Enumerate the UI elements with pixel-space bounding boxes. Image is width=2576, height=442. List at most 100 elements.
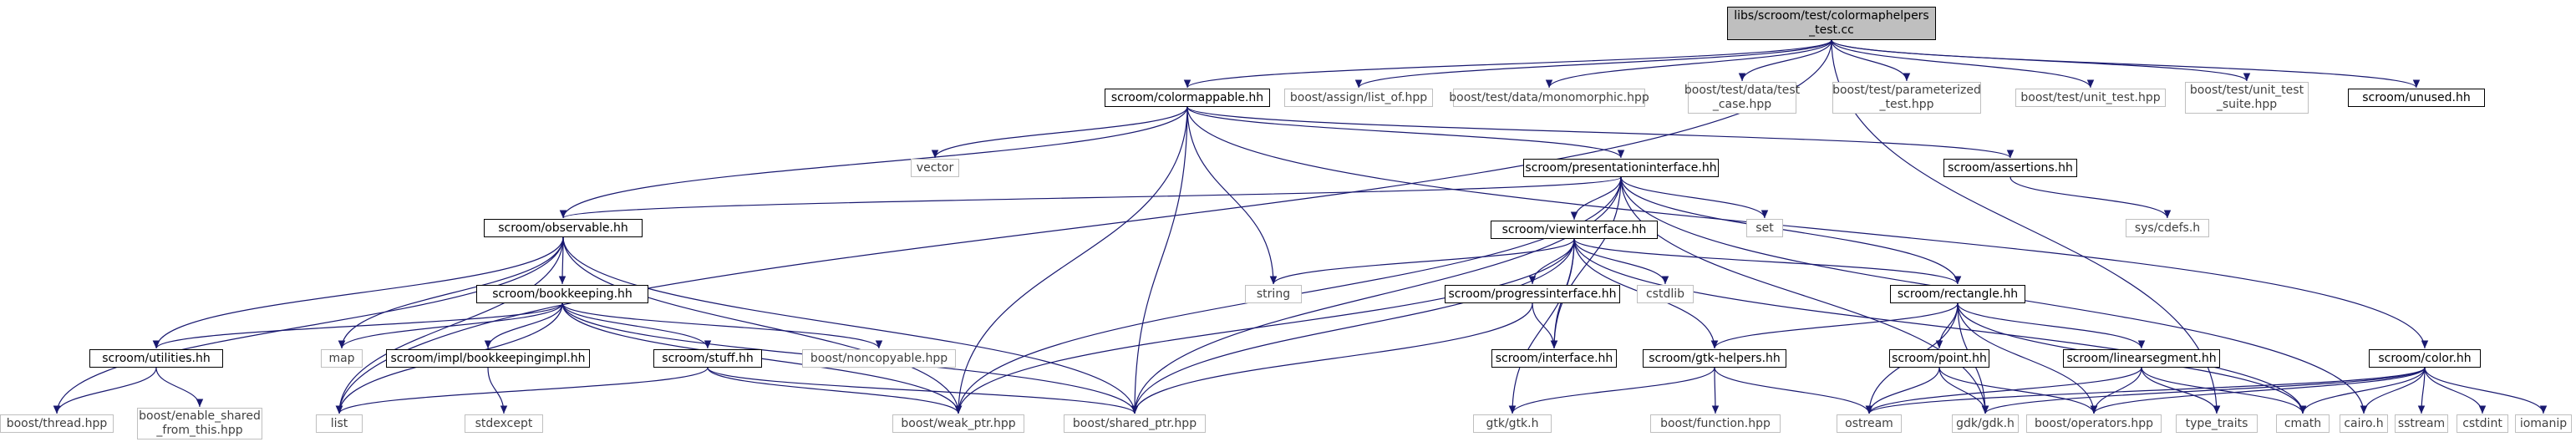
edge-color-to-sstream <box>2417 367 2426 414</box>
node-linearsegment[interactable]: scroom/linearsegment.hh <box>2063 349 2220 368</box>
node-sstream: sstream <box>2395 414 2448 433</box>
node-presentationinterface[interactable]: scroom/presentationinterface.hh <box>1523 159 1719 177</box>
edge-colormappable-to-shared_ptr <box>1130 106 1188 414</box>
edge-color-to-cmath <box>2299 367 2426 414</box>
node-observable[interactable]: scroom/observable.hh <box>484 219 643 237</box>
edge-presentationinterface-to-interface <box>1550 176 1622 349</box>
node-type-traits: type_traits <box>2176 414 2258 433</box>
edge-linearsegment-to-ostream <box>1865 367 2142 414</box>
node-assertions[interactable]: scroom/assertions.hh <box>1943 159 2077 177</box>
edge-gtk_helpers-to-ostream <box>1714 367 1873 414</box>
node-gtk: gtk/gtk.h <box>1473 414 1552 433</box>
edge-bookkeeping-to-bookkeepingimpl <box>484 302 563 349</box>
edge-colormappable-to-color <box>1186 106 2429 349</box>
node-boost-operators: boost/operators.hpp <box>2026 414 2162 433</box>
edge-bookkeeping-to-utilities <box>152 302 563 349</box>
edge-presentationinterface-to-observable <box>560 176 1622 219</box>
node-viewinterface[interactable]: scroom/viewinterface.hh <box>1491 221 1658 239</box>
node-sys-cdefs: sys/cdefs.h <box>2126 219 2209 237</box>
node-noncopyable: boost/noncopyable.hpp <box>802 349 956 368</box>
edge-colormappable-to-observable <box>559 106 1188 219</box>
node-list: list <box>316 414 363 433</box>
edge-observable-to-boost_thread <box>53 236 564 414</box>
edge-colormappable-to-vector <box>931 106 1188 159</box>
edge-stuff-to-weak_ptr <box>707 367 963 414</box>
node-color[interactable]: scroom/color.hh <box>2369 349 2481 368</box>
edge-linearsegment-to-type_traits <box>2141 367 2221 414</box>
edge-utilities-to-enable_shared <box>155 367 204 408</box>
node-boost-thread: boost/thread.hpp <box>0 414 114 433</box>
edge-viewinterface-to-rectangle <box>1573 238 1962 285</box>
node-cstdlib: cstdlib <box>1637 285 1694 303</box>
node-cmath: cmath <box>2276 414 2330 433</box>
edge-colormappable-to-string <box>1186 106 1278 285</box>
edge-root-to-colormappable <box>1183 39 1832 89</box>
edge-root-to-test_unit_test <box>1831 39 2095 89</box>
edge-colormappable-to-assertions <box>1186 106 2015 159</box>
edge-root-to-test_data_monomorphic <box>1545 39 1832 89</box>
node-ostream: ostream <box>1837 414 1902 433</box>
node-unused[interactable]: scroom/unused.hh <box>2348 89 2485 107</box>
edge-observable-to-weak_ptr <box>562 236 963 414</box>
edge-presentationinterface-to-viewinterface <box>1570 176 1622 221</box>
node-colormappable[interactable]: scroom/colormappable.hh <box>1105 89 1270 107</box>
node-iomanip: iomanip <box>2515 414 2572 433</box>
edge-root-to-list <box>335 39 1832 414</box>
edge-color-to-cstdint <box>2424 367 2487 414</box>
node-gdk: gdk/gdk.h <box>1952 414 2019 433</box>
node-stdexcept: stdexcept <box>465 414 543 433</box>
node-progressinterface[interactable]: scroom/progressinterface.hh <box>1445 285 1620 303</box>
edge-bookkeeping-to-noncopyable <box>561 302 883 349</box>
node-stuff[interactable]: scroom/stuff.hh <box>653 349 762 368</box>
node-gtk-helpers[interactable]: scroom/gtk-helpers.hh <box>1643 349 1786 368</box>
edge-root-to-test_data_test_case <box>1738 39 1832 82</box>
node-map: map <box>321 349 363 368</box>
node-assign-list-of: boost/assign/list_of.hpp <box>1284 89 1433 107</box>
edge-gtk_helpers-to-gtk <box>1508 367 1715 414</box>
node-enable-shared-from-this: boost/enable_shared _from_this.hpp <box>137 408 262 439</box>
node-test-data-test-case: boost/test/data/test _case.hpp <box>1684 82 1800 114</box>
edge-observable-to-utilities <box>152 236 564 349</box>
edge-progressinterface-to-shared_ptr <box>1130 302 1533 414</box>
edge-colormappable-to-presentationinterface <box>1186 106 1625 159</box>
edge-bookkeepingimpl-to-stdexcept <box>487 367 508 414</box>
edge-root-to-test_parameterized <box>1831 39 1911 82</box>
node-utilities[interactable]: scroom/utilities.hh <box>89 349 223 368</box>
edge-viewinterface-to-weak_ptr <box>954 238 1575 414</box>
edge-observable-to-map <box>338 236 564 349</box>
edge-stuff-to-shared_ptr <box>707 367 1139 414</box>
edge-linearsegment-to-boost_operators <box>2090 367 2142 414</box>
edge-presentationinterface-to-rectangle <box>1620 176 1962 285</box>
edge-color-to-gdk <box>1981 367 2426 414</box>
edge-assertions-to-sys_cdefs <box>2009 176 2172 219</box>
edge-progressinterface-to-interface <box>1532 302 1558 349</box>
node-bookkeeping[interactable]: scroom/bookkeeping.hh <box>476 285 648 303</box>
edge-color-to-ostream <box>1865 367 2426 414</box>
node-test-data-monomorphic: boost/test/data/monomorphic.hpp <box>1449 89 1649 107</box>
edge-utilities-to-boost_thread <box>53 367 157 414</box>
node-vector: vector <box>911 159 959 177</box>
node-rectangle[interactable]: scroom/rectangle.hh <box>1890 285 2025 303</box>
edge-viewinterface-to-cmath <box>1573 238 2307 414</box>
node-interface[interactable]: scroom/interface.hh <box>1491 349 1617 368</box>
edge-rectangle-to-gtk_helpers <box>1710 302 1959 349</box>
edge-stuff-to-list <box>335 367 709 414</box>
node-root-colormaphelpers-test[interactable]: libs/scroom/test/colormaphelpers _test.c… <box>1727 7 1936 40</box>
edge-linearsegment-to-cmath <box>2141 367 2307 414</box>
node-shared-ptr: boost/shared_ptr.hpp <box>1064 414 1206 433</box>
node-test-unit-test-suite: boost/test/unit_test _suite.hpp <box>2185 82 2309 114</box>
edge-bookkeeping-to-map <box>338 302 563 349</box>
node-bookkeepingimpl[interactable]: scroom/impl/bookkeepingimpl.hh <box>386 349 590 368</box>
node-set: set <box>1746 219 1783 237</box>
node-cairo: cairo.h <box>2340 414 2388 433</box>
edge-color-to-cairo <box>2360 367 2426 414</box>
node-string: string <box>1245 285 1302 303</box>
edge-root-to-unused <box>1831 39 2421 89</box>
edge-rectangle-to-boost_operators <box>1957 302 2098 414</box>
node-weak-ptr: boost/weak_ptr.hpp <box>892 414 1024 433</box>
edge-presentationinterface-to-set <box>1620 176 1769 219</box>
edge-viewinterface-to-cstdlib <box>1573 238 1669 285</box>
node-point[interactable]: scroom/point.hh <box>1889 349 1989 368</box>
edge-observable-to-shared_ptr <box>562 236 1139 414</box>
